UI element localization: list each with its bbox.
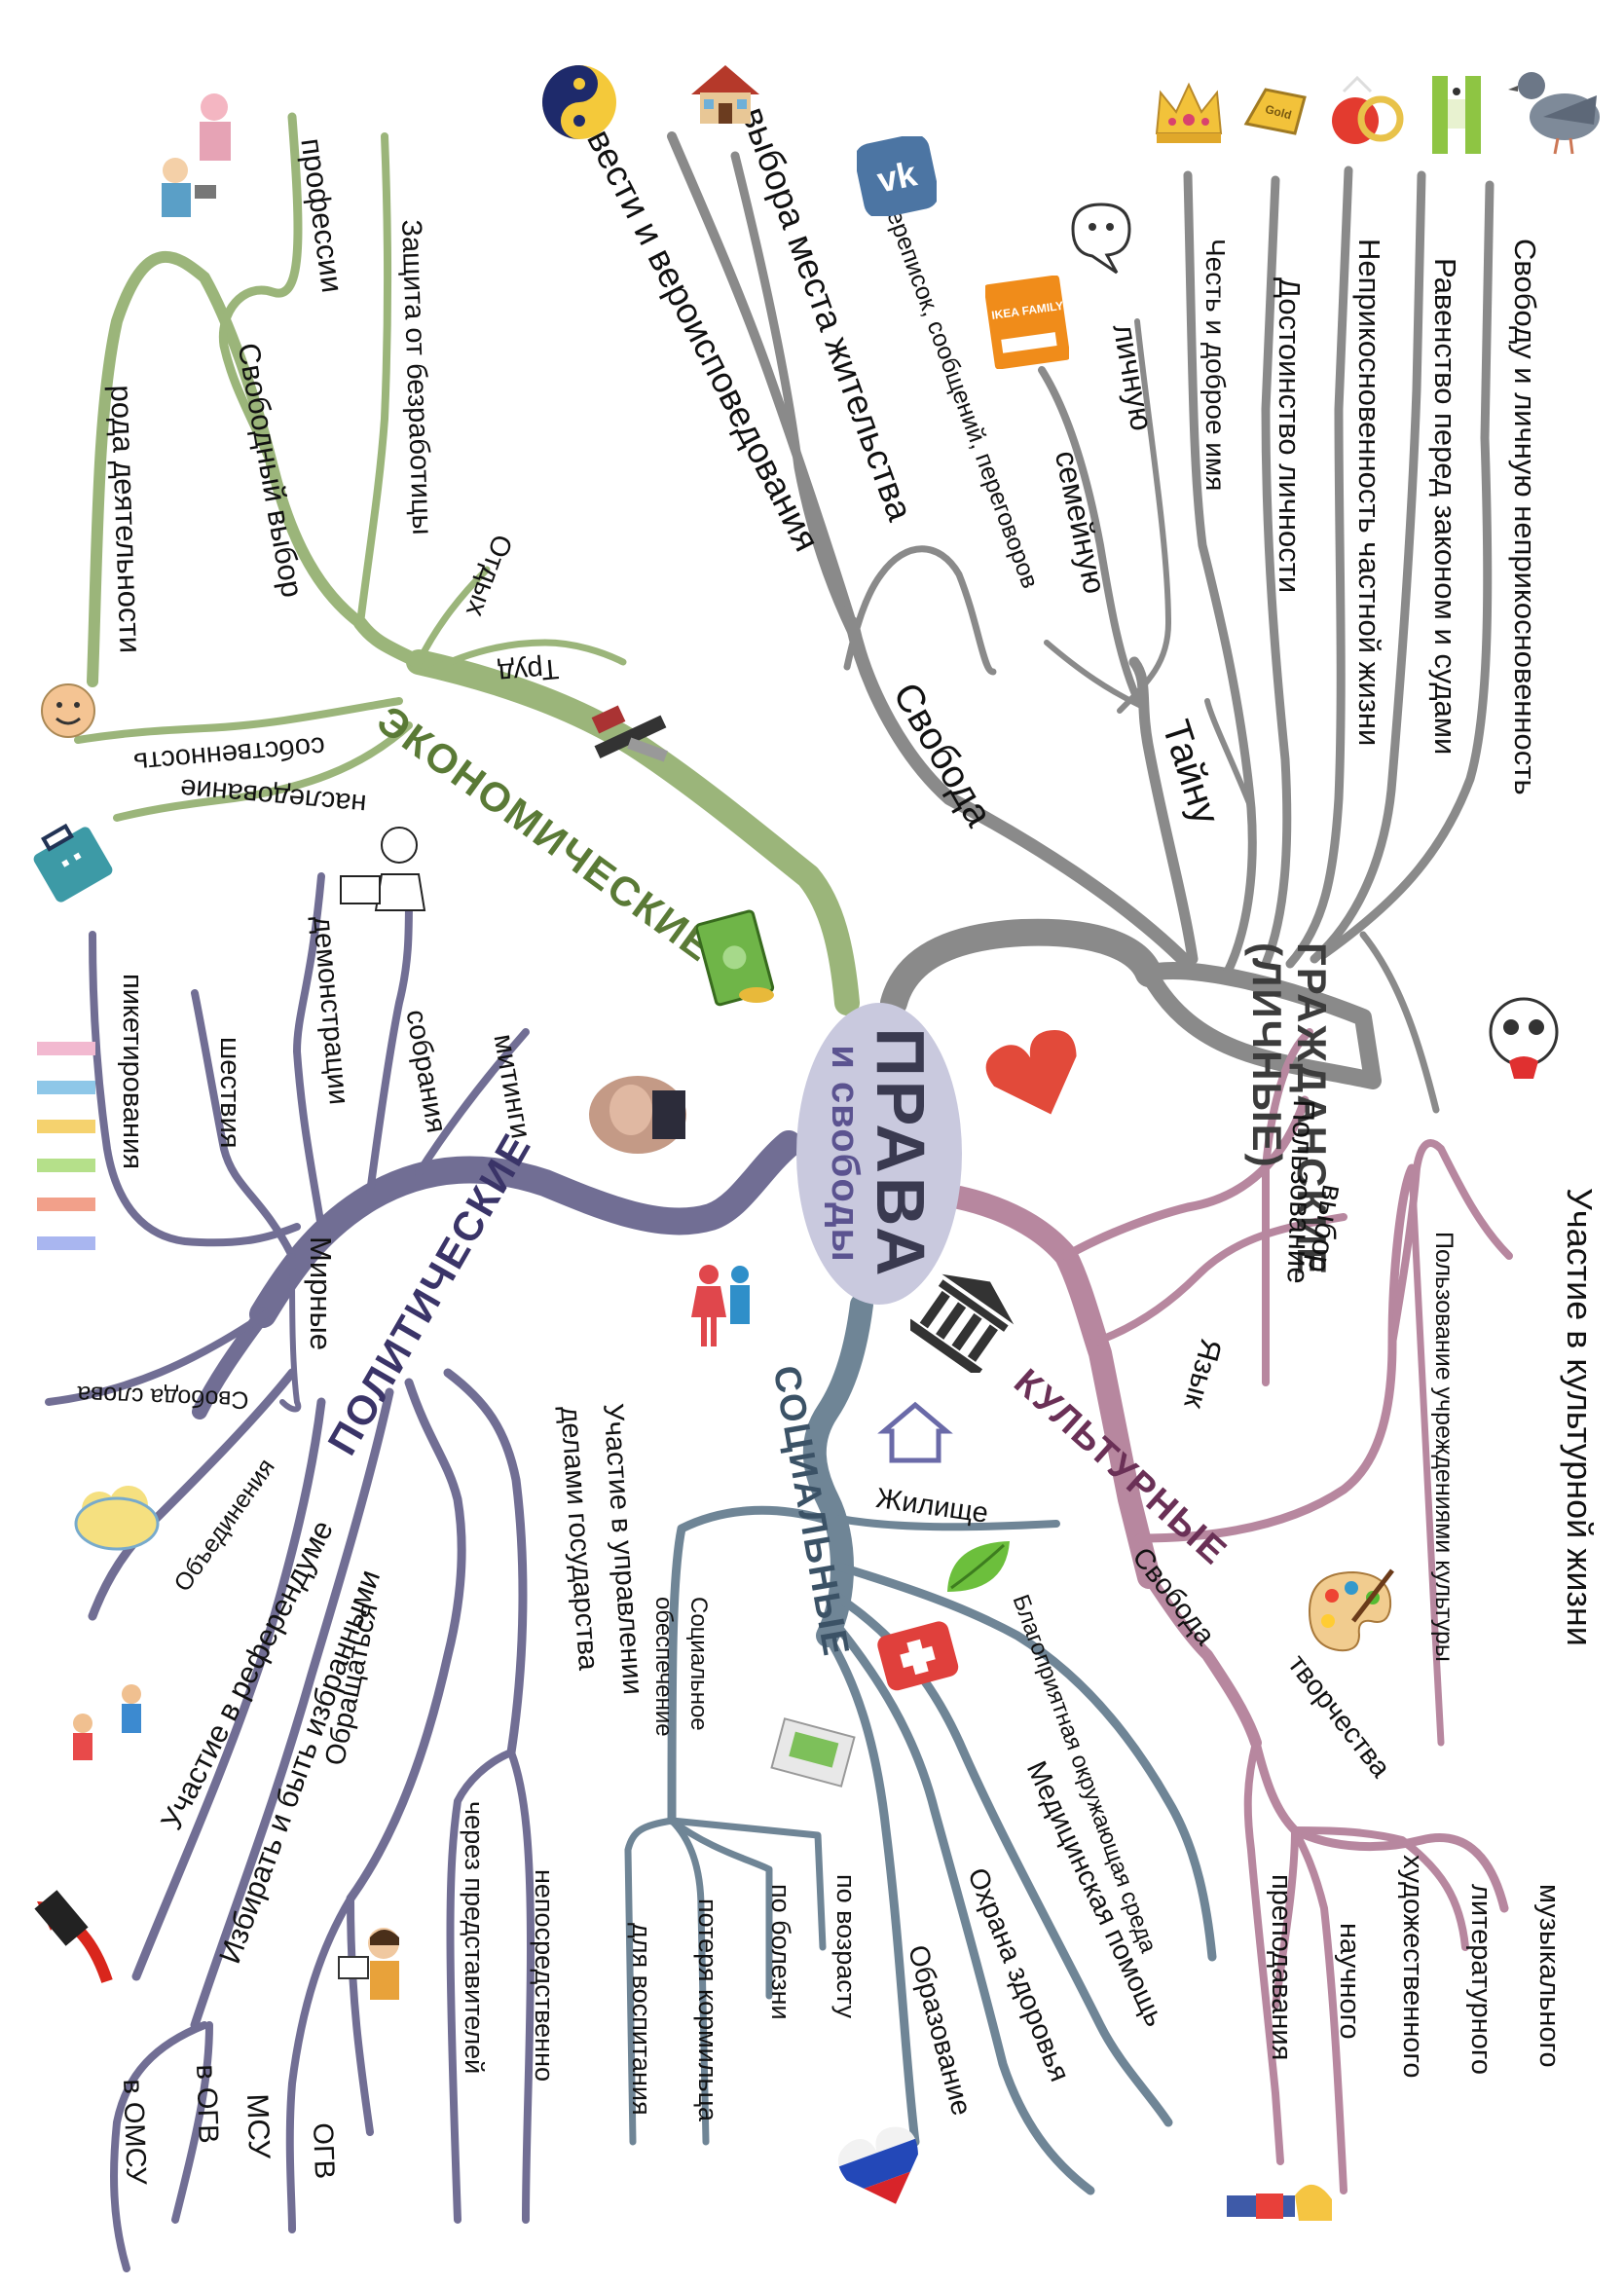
pol-msu: МСУ — [240, 2092, 277, 2159]
rings-icon — [1324, 70, 1412, 158]
briefcase-icon — [29, 818, 117, 905]
cult-scientific: научного — [1334, 1923, 1365, 2040]
palette-icon — [1295, 1563, 1402, 1660]
political-branches — [45, 872, 802, 2272]
first-aid-kit-icon — [871, 1606, 964, 1699]
vk-logo-icon: vk — [854, 133, 940, 219]
smiley-face-icon — [39, 682, 97, 740]
cult-musical: музыкального — [1533, 1884, 1565, 2068]
center-subtitle: и свободы — [824, 1045, 867, 1263]
cult-artistic: художественного — [1397, 1855, 1428, 2079]
bank-building-icon — [904, 1266, 1017, 1378]
cult-literary: литературного — [1465, 1884, 1496, 2075]
cult-teaching: преподавания — [1266, 1874, 1297, 2061]
heart-flag-icon — [831, 2120, 935, 2218]
cloud-icon — [68, 1470, 166, 1558]
cult-institutions: Пользование учреждениями культуры — [1430, 1232, 1458, 1662]
cultural-branches — [947, 1028, 1513, 2194]
arrow-icon — [29, 1884, 127, 1991]
soc-by-illness: по болезни — [766, 1884, 795, 2020]
walking-people-icon — [54, 1675, 161, 1772]
soc-by-age: по возрасту — [831, 1874, 861, 2018]
svg-text:vk: vk — [873, 153, 921, 201]
leaf-icon — [940, 1533, 1017, 1602]
tally-icon — [1426, 70, 1487, 160]
center-title: ПРАВА — [863, 1027, 939, 1280]
tools-icon — [584, 701, 677, 774]
ikea-family-card-icon: IKEA FAMILY — [983, 275, 1071, 370]
teacher-figure-icon — [331, 1918, 419, 2025]
money-stack-icon — [694, 905, 784, 1013]
svg-text:Gold: Gold — [1264, 102, 1293, 123]
house-outline-icon — [876, 1397, 954, 1465]
soc-breadwinner: потеря кормильца — [693, 1899, 722, 2122]
man-portrait-icon — [584, 1071, 691, 1159]
econ-labor: Труд — [497, 652, 561, 689]
girl-figure-icon — [1198, 2166, 1344, 2273]
center-node: ПРАВА и свободы — [796, 1003, 962, 1305]
speech-bubble-icon — [1063, 200, 1139, 277]
heart-icon — [983, 1027, 1090, 1125]
yin-yang-icon — [540, 63, 618, 141]
pol-through-reps: через представителей — [460, 1801, 489, 2075]
gender-figures-icon — [682, 1261, 759, 1358]
people-row-icon — [29, 1032, 107, 1275]
pol-omsu: в ОМСУ — [117, 2078, 152, 2186]
pol-ogv1: ОГВ — [307, 2121, 341, 2180]
signing-man-icon — [331, 818, 438, 915]
soc-upbringing: для воспитания — [627, 1923, 656, 2116]
gold-bar-icon: Gold — [1236, 70, 1314, 154]
cult-participation: Участие в культурной жизни — [1560, 1188, 1600, 1646]
economic-branches — [74, 112, 860, 1015]
pol-speech: Свобода слова — [76, 1380, 249, 1414]
pol-pickets: пикетирования — [117, 974, 148, 1169]
civil-dignity: Достоинство личности — [1273, 277, 1307, 594]
pol-marches: шествия — [214, 1037, 245, 1149]
soc-security: Социальное обеспечение — [650, 1597, 712, 1737]
civil-branches — [667, 131, 1495, 1114]
civil-liberty: Свободу и личную неприкосновенность — [1508, 239, 1542, 795]
pigeon-icon — [1504, 56, 1611, 164]
civil-privacy: Неприкосновенность частной жизни — [1352, 239, 1386, 747]
crying-smiley-icon — [1480, 993, 1568, 1081]
pol-peaceful: Мирные — [304, 1236, 338, 1351]
pol-directly: непосредственно — [530, 1869, 559, 2083]
crown-icon — [1149, 73, 1229, 153]
house-icon — [686, 60, 764, 129]
civil-equality: Равенство перед законом и судами — [1428, 258, 1462, 756]
worker-figures-icon — [136, 78, 263, 234]
money-envelope-icon — [769, 1714, 857, 1791]
civil-honor: Честь и доброе имя — [1200, 239, 1231, 492]
pol-ogv2: в ОГВ — [190, 2063, 224, 2145]
